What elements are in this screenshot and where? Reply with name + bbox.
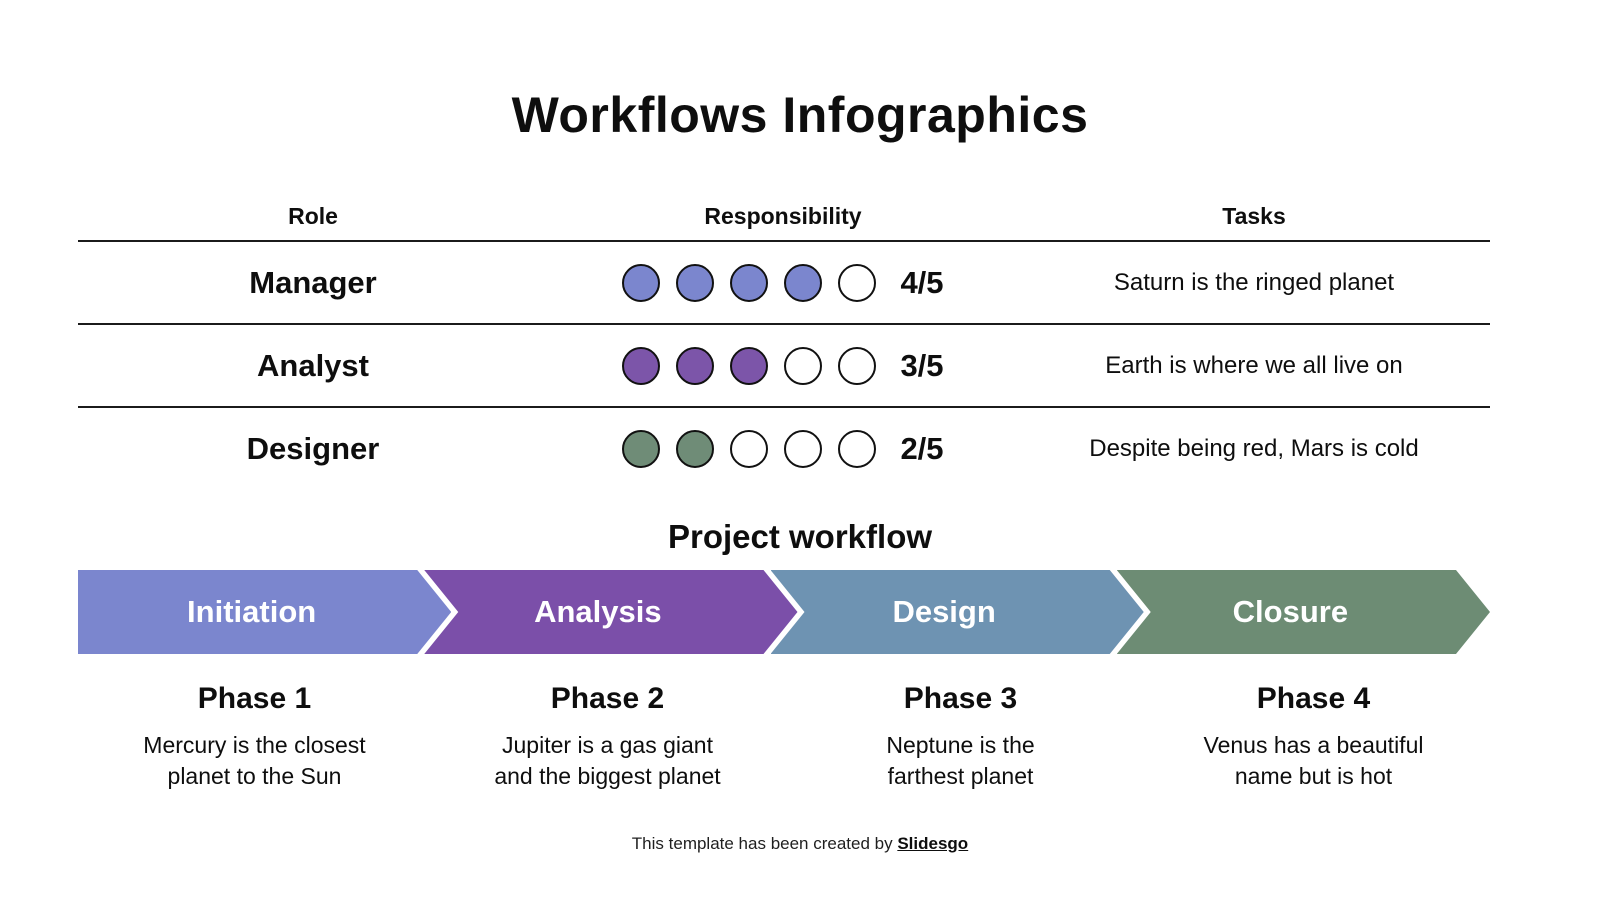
footer-credit: This template has been created by Slides… bbox=[0, 834, 1600, 854]
rating-dot-filled bbox=[622, 346, 661, 385]
rating-dot-filled bbox=[730, 263, 769, 302]
phase-description: Mercury is the closest planet to the Sun bbox=[78, 730, 431, 792]
phase-1: Phase 1 Mercury is the closest planet to… bbox=[78, 682, 431, 792]
table-row-responsibility: 4/5 bbox=[548, 242, 1018, 325]
rating-dot-empty bbox=[784, 346, 823, 385]
rating-dots bbox=[622, 263, 877, 302]
rating-dot-filled bbox=[676, 346, 715, 385]
column-header-responsibility: Responsibility bbox=[548, 192, 1018, 242]
column-header-role: Role bbox=[78, 192, 548, 242]
rating-dot-filled bbox=[676, 429, 715, 468]
column-header-tasks: Tasks bbox=[1018, 192, 1490, 242]
workflow-step-analysis: Analysis bbox=[424, 570, 797, 654]
table-row-role: Designer bbox=[246, 430, 380, 466]
table-row-role: Analyst bbox=[78, 325, 548, 408]
phase-title: Phase 2 bbox=[550, 682, 665, 715]
phase-description: Jupiter is a gas giant and the biggest p… bbox=[431, 730, 784, 792]
rating-dot-filled bbox=[784, 263, 823, 302]
table-row-task: Despite being red, Mars is cold bbox=[1089, 434, 1419, 462]
footer-text: This template has been created by bbox=[631, 834, 898, 853]
rating-dot-filled bbox=[676, 263, 715, 302]
phase-title: Phase 3 bbox=[903, 682, 1018, 715]
rating-dot-empty bbox=[838, 346, 877, 385]
phase-description-line: Venus has a beautiful bbox=[1203, 732, 1424, 758]
workflow-step-closure: Closure bbox=[1117, 570, 1490, 654]
rating-score: 3/5 bbox=[900, 347, 944, 383]
phase-description-line: farthest planet bbox=[887, 763, 1034, 790]
phase-description-line: and the biggest planet bbox=[494, 763, 721, 790]
slidesgo-link[interactable]: Slidesgo bbox=[897, 834, 969, 853]
rating-dot-empty bbox=[730, 429, 769, 468]
rating-dot-empty bbox=[838, 429, 877, 468]
phase-description-line: Jupiter is a gas giant bbox=[502, 732, 713, 758]
rating-dots bbox=[622, 429, 877, 468]
rating-dot-empty bbox=[784, 429, 823, 468]
roles-table: Role Responsibility Tasks Manager 4/5 Sa… bbox=[78, 192, 1490, 489]
workflow-step-initiation: Initiation bbox=[78, 570, 451, 654]
table-row-task: Earth is where we all live on bbox=[1018, 325, 1490, 408]
workflow-heading: Project workflow bbox=[667, 518, 933, 555]
phase-description-line: Mercury is the closest bbox=[143, 732, 366, 758]
table-row-role: Manager bbox=[78, 242, 548, 325]
rating-dots bbox=[622, 346, 877, 385]
workflow-arrows: Initiation Analysis Design Closure bbox=[78, 570, 1490, 654]
table-row-responsibility: 2/5 bbox=[548, 408, 1018, 489]
rating-dot-filled bbox=[730, 346, 769, 385]
phase-title: Phase 1 bbox=[197, 682, 312, 715]
phase-2: Phase 2 Jupiter is a gas giant and the b… bbox=[431, 682, 784, 792]
phase-description-line: planet to the Sun bbox=[167, 763, 342, 790]
table-row-responsibility: 3/5 bbox=[548, 325, 1018, 408]
phase-description: Neptune is the farthest planet bbox=[784, 730, 1137, 792]
phase-description-line: Neptune is the bbox=[886, 732, 1035, 758]
phase-description: Venus has a beautiful name but is hot bbox=[1137, 730, 1490, 792]
phase-title: Phase 4 bbox=[1256, 682, 1371, 715]
phases-row: Phase 1 Mercury is the closest planet to… bbox=[78, 682, 1490, 792]
table-row-task: Saturn is the ringed planet bbox=[1018, 242, 1490, 325]
rating-score: 4/5 bbox=[900, 264, 944, 300]
page-title: Workflows Infographics bbox=[511, 87, 1089, 143]
rating-dot-empty bbox=[838, 263, 877, 302]
rating-dot-filled bbox=[622, 429, 661, 468]
rating-dot-filled bbox=[622, 263, 661, 302]
phase-4: Phase 4 Venus has a beautiful name but i… bbox=[1137, 682, 1490, 792]
phase-3: Phase 3 Neptune is the farthest planet bbox=[784, 682, 1137, 792]
rating-score: 2/5 bbox=[900, 430, 944, 466]
workflow-step-design: Design bbox=[771, 570, 1144, 654]
phase-description-line: name but is hot bbox=[1234, 763, 1393, 790]
